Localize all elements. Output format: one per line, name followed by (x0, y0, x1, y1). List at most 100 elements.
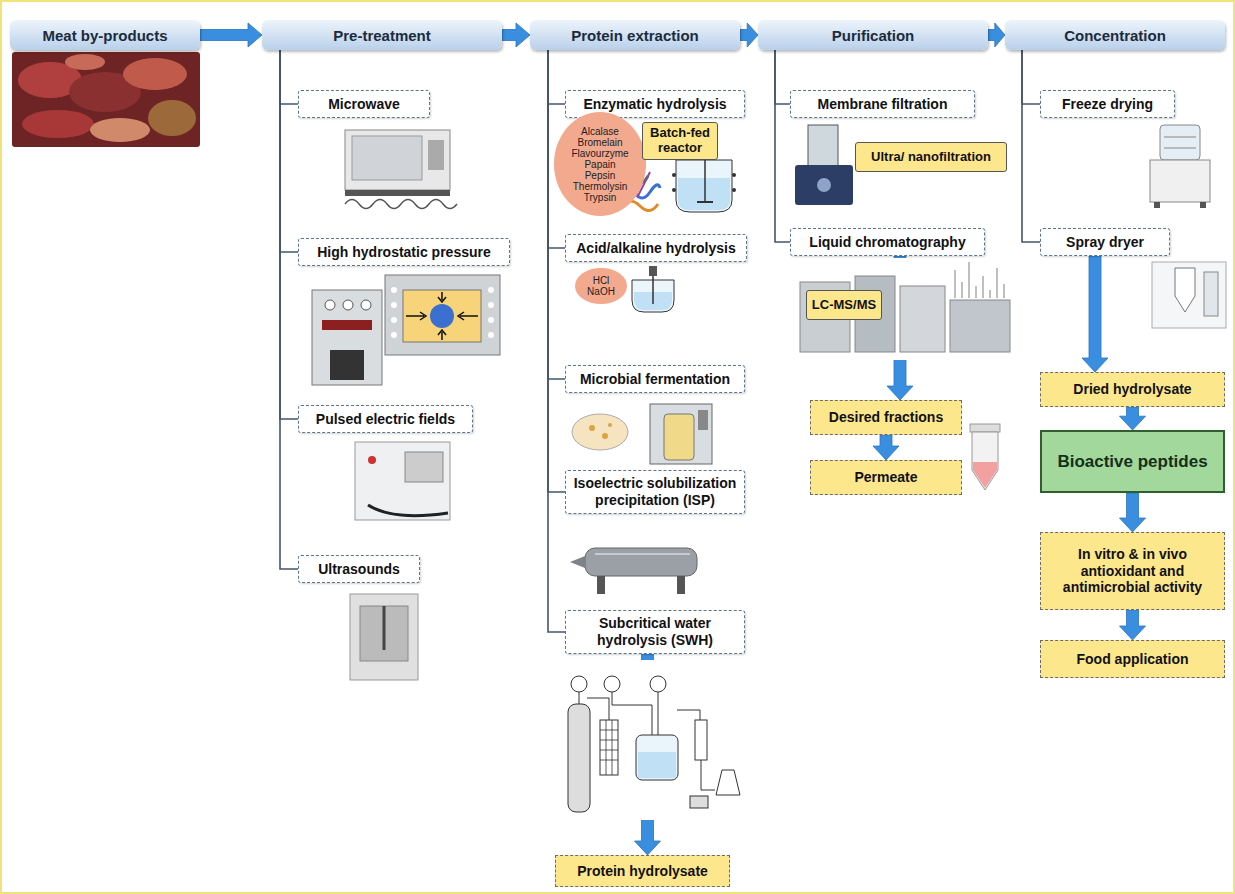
method-box: Liquid chromatography (790, 228, 985, 256)
high-pressure-device (325, 300, 335, 310)
high-pressure-device (330, 350, 364, 380)
high-pressure-device (488, 332, 494, 338)
node-text: Enzymatic hydrolysis (583, 96, 726, 113)
high-pressure-device (488, 302, 494, 308)
centrifuge-picture (570, 548, 697, 594)
flow-arrow (1120, 610, 1146, 640)
enzyme-reactor (672, 173, 676, 177)
tree-line (1022, 50, 1040, 242)
tree-line (280, 50, 298, 569)
swh-apparatus (701, 760, 715, 790)
method-box: Pulsed electric fields (298, 405, 473, 433)
method-box: Isoelectric solubilization precipitation… (565, 470, 745, 514)
node-text: Desired fractions (829, 409, 943, 426)
enzyme-reactor (732, 173, 736, 177)
centrifuge-picture (585, 548, 697, 576)
freeze-dryer (1160, 125, 1200, 160)
node-text: Meat by-products (42, 27, 167, 44)
tree-line (1022, 50, 1040, 104)
pulsed-electric-device (355, 442, 450, 520)
method-box: Microbial fermentation (565, 365, 745, 393)
flow-arrow (988, 23, 1005, 47)
flow-arrow (1082, 256, 1108, 372)
high-pressure-device (361, 300, 371, 310)
meat-photo (12, 52, 200, 147)
flow-arrow (740, 23, 758, 47)
node-text: Food application (1077, 651, 1189, 668)
stage-header: Protein extraction (530, 20, 740, 50)
freeze-dryer (1164, 137, 1196, 148)
fermentation-picture (698, 410, 708, 430)
result-box: In vitro & in vivo antioxidant and antim… (1040, 532, 1225, 610)
enzyme-reactor (676, 160, 732, 212)
microwave-device (345, 130, 457, 209)
enzyme-reactor (672, 188, 676, 192)
result-box: Food application (1040, 640, 1225, 678)
fermentation-picture (572, 414, 628, 450)
method-box: Ultrasounds (298, 555, 420, 583)
centrifuge-picture (677, 576, 685, 594)
swh-apparatus (695, 720, 707, 760)
reagent-blob: HClNaOH (575, 268, 627, 304)
node-text: Membrane filtration (818, 96, 948, 113)
fermentation-picture (664, 414, 694, 460)
swh-apparatus (556, 660, 748, 820)
spray-dryer (1175, 268, 1195, 312)
node-text: Protein extraction (571, 27, 699, 44)
node-text: Pre-treatment (333, 27, 431, 44)
node-text: Concentration (1064, 27, 1166, 44)
node-text: Liquid chromatography (809, 234, 965, 251)
method-box: Membrane filtration (790, 90, 975, 118)
centrifuge-picture (570, 556, 585, 568)
node-text: Ultra/ nanofiltration (871, 150, 991, 165)
tube-icon (972, 432, 998, 490)
tree-line (548, 50, 565, 379)
swh-apparatus (716, 770, 740, 795)
high-pressure-device (488, 317, 494, 323)
freeze-dryer (1154, 202, 1160, 208)
node-text: Bioactive peptides (1057, 452, 1207, 472)
flow-arrow (1120, 493, 1146, 532)
ultrasound-device (350, 594, 418, 680)
meat-photo (90, 118, 150, 142)
spray-dryer (1152, 262, 1226, 328)
meat-photo (65, 54, 105, 70)
fermentation-picture (608, 423, 612, 427)
node-text: Ultrasounds (318, 561, 400, 578)
lc-instruments (900, 286, 945, 352)
swh-apparatus (650, 676, 666, 692)
high-pressure-device (343, 300, 353, 310)
high-pressure-device (312, 275, 500, 385)
lc-instruments (793, 258, 1017, 360)
freeze-dryer (1150, 160, 1210, 202)
node-text: Bromelain (577, 137, 622, 148)
high-pressure-device (391, 287, 397, 293)
high-pressure-device (406, 292, 478, 340)
tree-line (548, 50, 565, 492)
method-box: Freeze drying (1040, 90, 1175, 118)
node-text: Microwave (328, 96, 400, 113)
pulsed-electric-device (368, 505, 448, 516)
node-text: NaOH (587, 286, 615, 297)
node-text: Alcalase (581, 126, 619, 137)
node-text: Protein hydrolysate (577, 863, 708, 880)
node-text: HCl (593, 275, 610, 286)
lc-instruments (950, 300, 1010, 352)
node-text: Spray dryer (1066, 234, 1144, 251)
result-box: Dried hydrolysate (1040, 372, 1225, 407)
microwave-device (428, 140, 444, 170)
tree-line (775, 50, 790, 104)
stage-header: Purification (758, 20, 988, 50)
method-box: Microwave (298, 90, 430, 118)
high-pressure-device (312, 290, 382, 385)
spray-dryer (1152, 262, 1226, 328)
acid-reactor (652, 276, 654, 304)
meat-photo (22, 110, 94, 138)
technique-tag: LC-MS/MS (806, 290, 882, 320)
microwave-device (352, 136, 422, 180)
node-text: Acid/alkaline hydrolysis (576, 240, 736, 257)
swh-apparatus (636, 735, 678, 780)
high-pressure-device (322, 320, 372, 330)
node-text: Trypsin (584, 192, 616, 203)
